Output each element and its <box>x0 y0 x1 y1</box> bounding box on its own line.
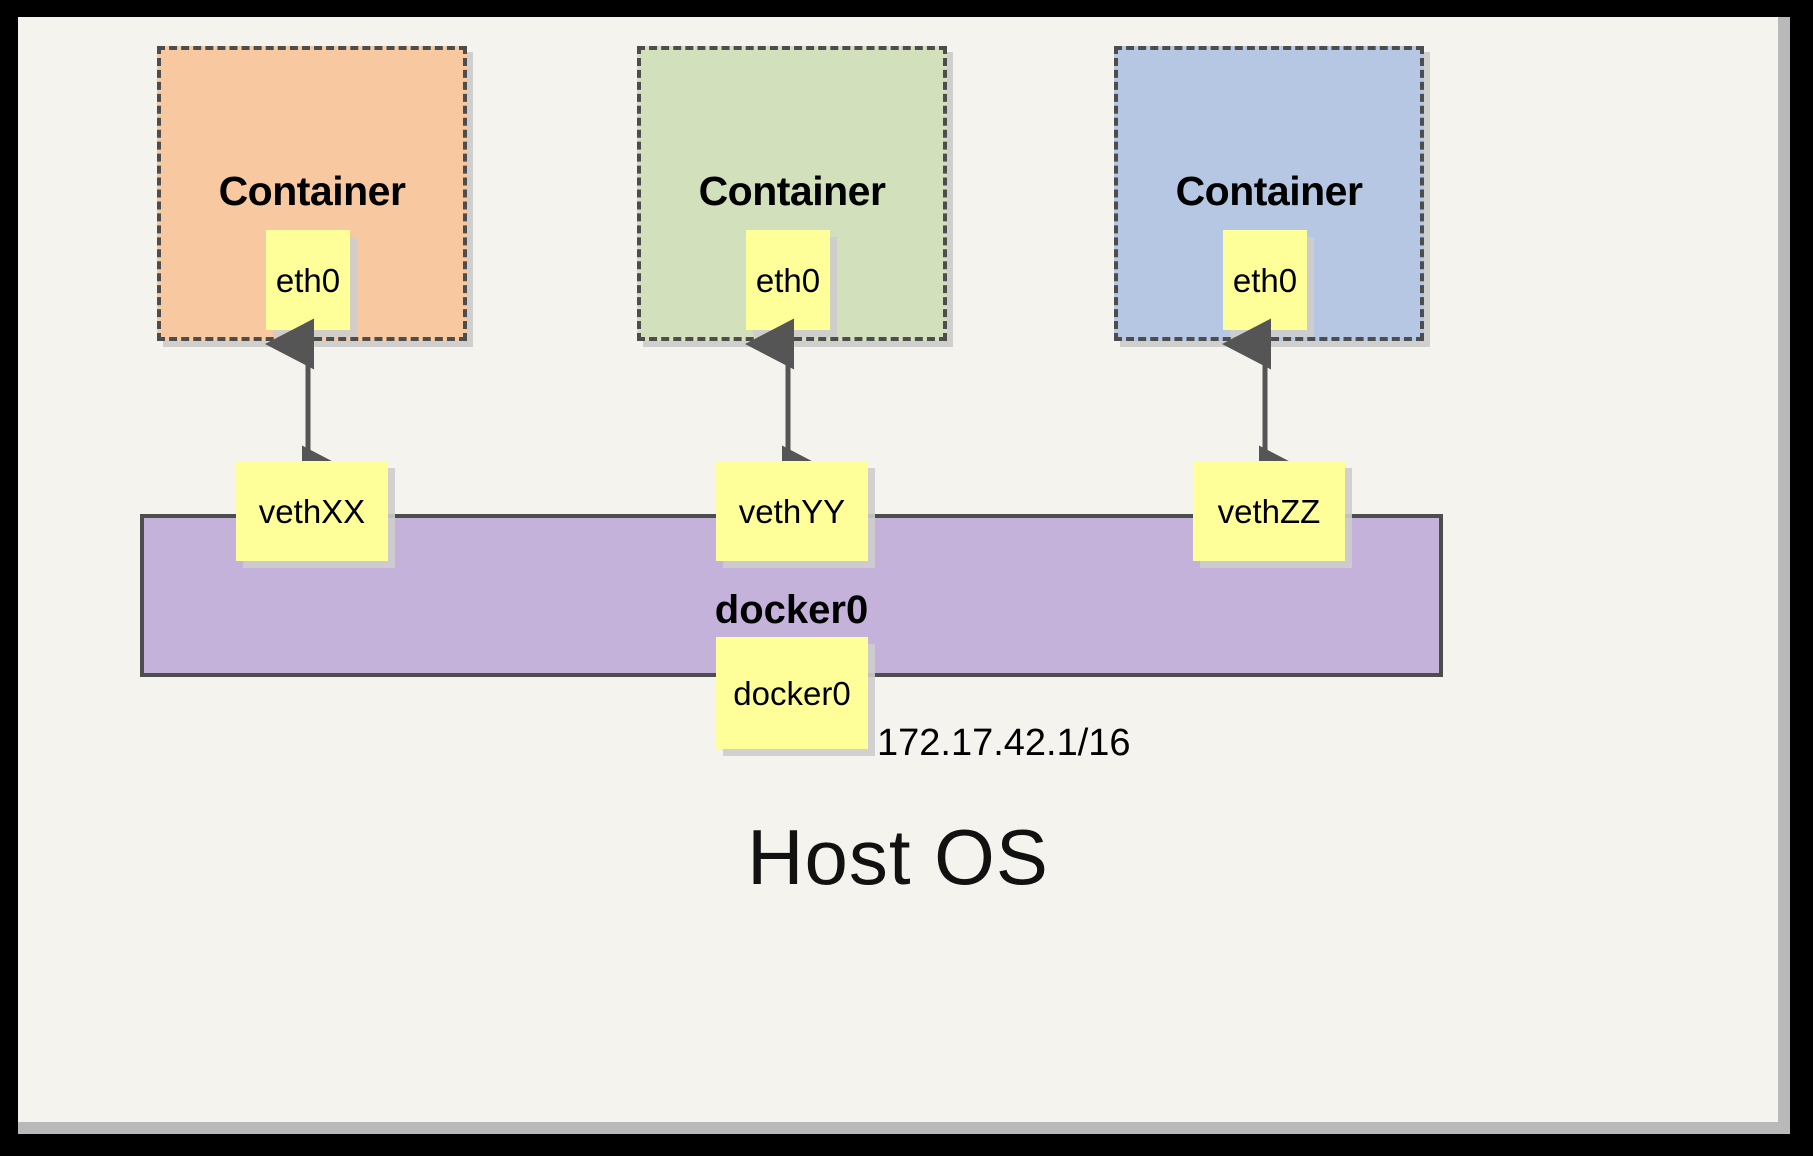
docker0-ip-label: 172.17.42.1/16 <box>877 722 1131 764</box>
host-os-title: Host OS <box>747 813 1049 901</box>
container-title-2: Container <box>698 168 886 214</box>
docker0-interface-box: docker0 <box>716 637 868 749</box>
container-eth0-label-3: eth0 <box>1232 261 1298 299</box>
container-eth0-label-1: eth0 <box>275 261 341 299</box>
veth-label-1: vethXX <box>258 492 366 530</box>
container-title-3: Container <box>1175 168 1363 214</box>
container-eth0-box-3: eth0 <box>1223 230 1307 330</box>
host-os-region: Container eth0 Container eth0 Container … <box>18 17 1790 1134</box>
docker0-bridge-label: docker0 <box>714 588 869 632</box>
veth-box-2: vethYY <box>716 461 868 561</box>
container-title-1: Container <box>218 168 406 214</box>
docker0-interface-label: docker0 <box>733 674 851 712</box>
veth-link-arrow-2 <box>745 318 831 497</box>
veth-link-arrow-3 <box>1222 318 1308 497</box>
container-eth0-box-1: eth0 <box>266 230 350 330</box>
veth-link-arrow-1 <box>265 318 351 497</box>
veth-label-2: vethYY <box>738 492 846 530</box>
container-eth0-box-2: eth0 <box>746 230 830 330</box>
veth-box-3: vethZZ <box>1193 461 1345 561</box>
veth-box-1: vethXX <box>236 461 388 561</box>
container-eth0-label-2: eth0 <box>755 261 821 299</box>
veth-label-3: vethZZ <box>1217 492 1321 530</box>
